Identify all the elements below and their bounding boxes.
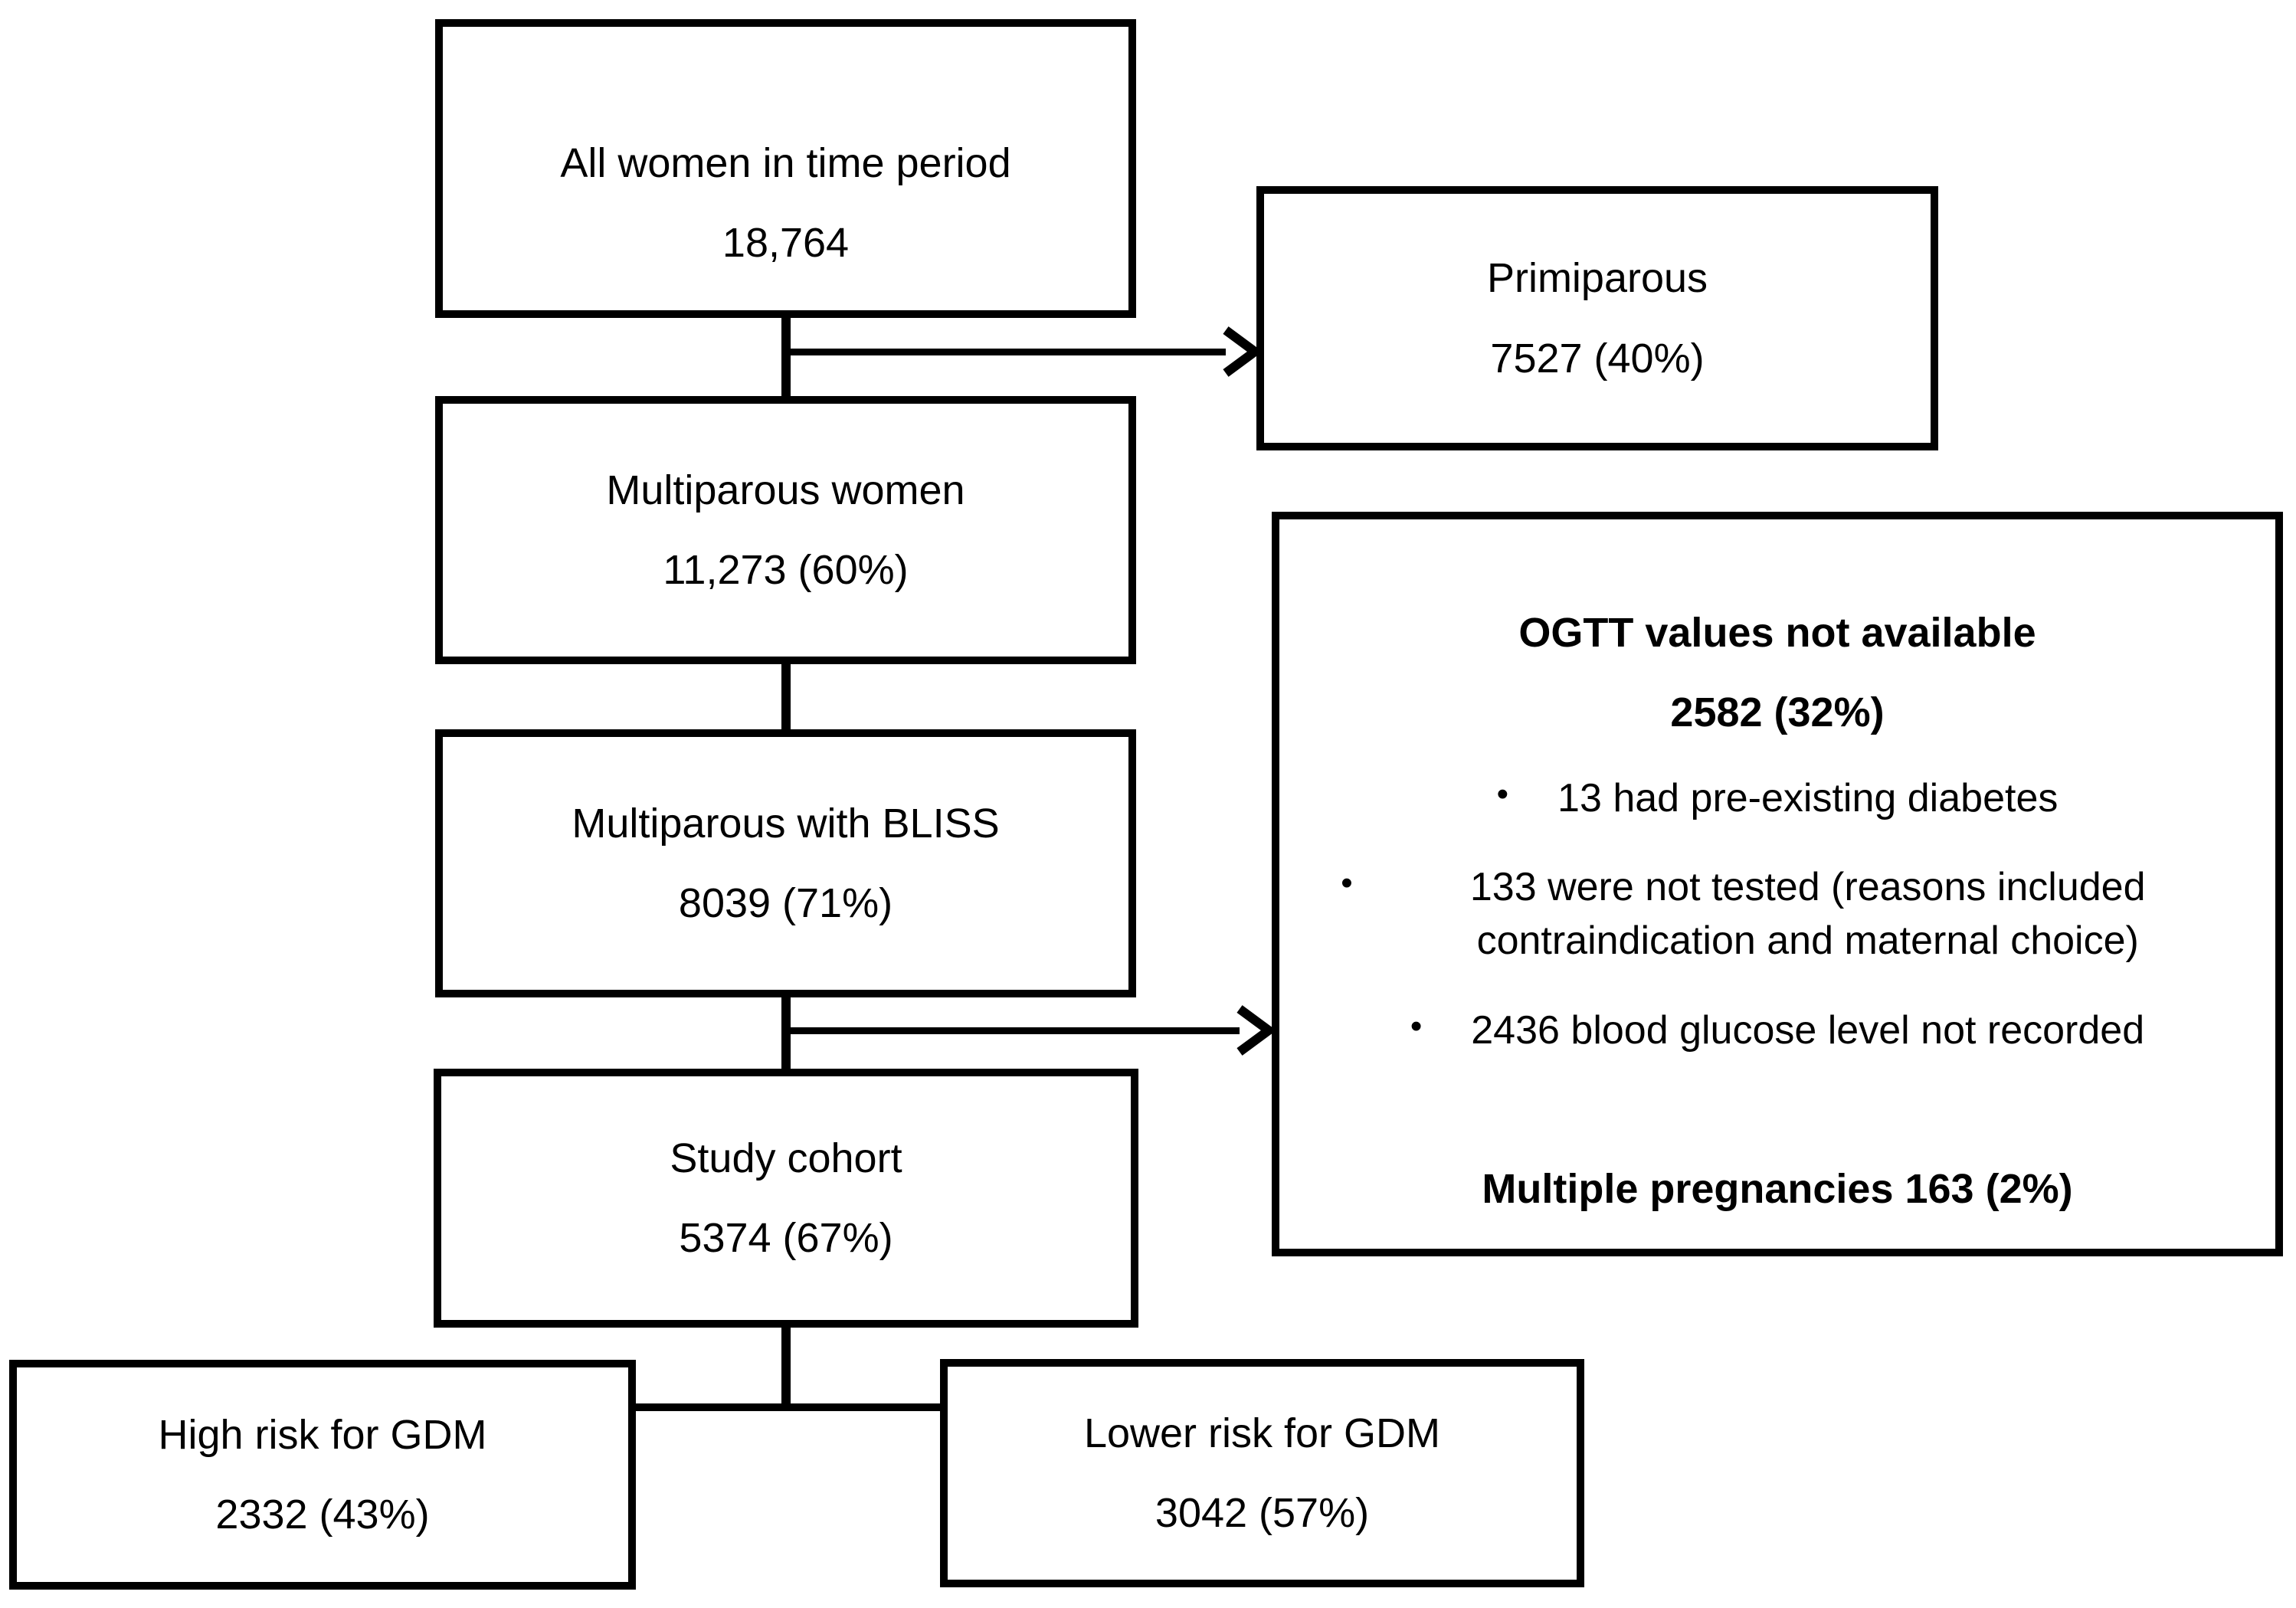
bullet-text: 2436 blood glucose level not recorded: [1471, 1007, 2145, 1053]
box-study-cohort: Study cohort 5374 (67%): [434, 1069, 1138, 1328]
box-label: Multiparous with BLISS: [572, 800, 1000, 847]
bullet-icon: •: [1496, 775, 1509, 813]
box-count: 18,764: [722, 220, 850, 266]
arrowhead-icon: [1223, 326, 1259, 377]
box-label: All women in time period: [560, 139, 1011, 186]
ogtt-bullet-item: • 2436 blood glucose level not recorded: [1410, 1004, 2144, 1057]
connector-allwomen-to-multiparous: [781, 318, 791, 397]
box-count: 3042 (57%): [1155, 1490, 1370, 1536]
connector-split-horizontal: [636, 1403, 940, 1411]
box-count: 7527 (40%): [1490, 335, 1705, 382]
connector-study-to-split: [781, 1328, 791, 1411]
ogtt-heading: OGTT values not available: [1518, 610, 2036, 656]
box-label: High risk for GDM: [158, 1411, 487, 1458]
box-multiparous-bliss: Multiparous with BLISS 8039 (71%): [435, 729, 1136, 997]
arrowhead-icon: [1236, 1005, 1273, 1056]
box-label: Lower risk for GDM: [1083, 1410, 1441, 1456]
box-all-women: All women in time period 18,764: [435, 19, 1136, 318]
box-count: 8039 (71%): [678, 880, 893, 926]
box-count: 2332 (43%): [215, 1492, 430, 1538]
box-lower-risk: Lower risk for GDM 3042 (57%): [940, 1359, 1584, 1587]
box-count: 5374 (67%): [679, 1215, 893, 1261]
box-multiparous-women: Multiparous women 11,273 (60%): [435, 396, 1136, 664]
box-high-risk: High risk for GDM 2332 (43%): [9, 1360, 636, 1590]
box-label: Primiparous: [1486, 255, 1708, 302]
ogtt-footer: Multiple pregnancies 163 (2%): [1482, 1165, 2073, 1212]
box-label: Study cohort: [670, 1135, 902, 1181]
box-ogtt-exclusions: OGTT values not available 2582 (32%) • 1…: [1272, 512, 2283, 1256]
connector-multiparous-to-bliss: [781, 664, 791, 730]
bullet-icon: •: [1410, 1007, 1423, 1045]
connector-arrow-to-primiparous: [786, 349, 1226, 355]
connector-arrow-to-ogtt: [786, 1027, 1240, 1034]
bullet-text: 13 had pre-existing diabetes: [1557, 775, 2059, 820]
bullet-icon: •: [1341, 864, 1353, 902]
box-label: Multiparous women: [606, 467, 965, 513]
box-count: 11,273 (60%): [663, 547, 909, 593]
box-primiparous: Primiparous 7527 (40%): [1256, 186, 1938, 450]
ogtt-count: 2582 (32%): [1670, 689, 1885, 736]
bullet-text: 133 were not tested (reasons included co…: [1469, 865, 2146, 964]
ogtt-bullet-item: • 13 had pre-existing diabetes: [1497, 771, 2059, 825]
ogtt-bullet-item: • 133 were not tested (reasons included …: [1341, 860, 2213, 968]
